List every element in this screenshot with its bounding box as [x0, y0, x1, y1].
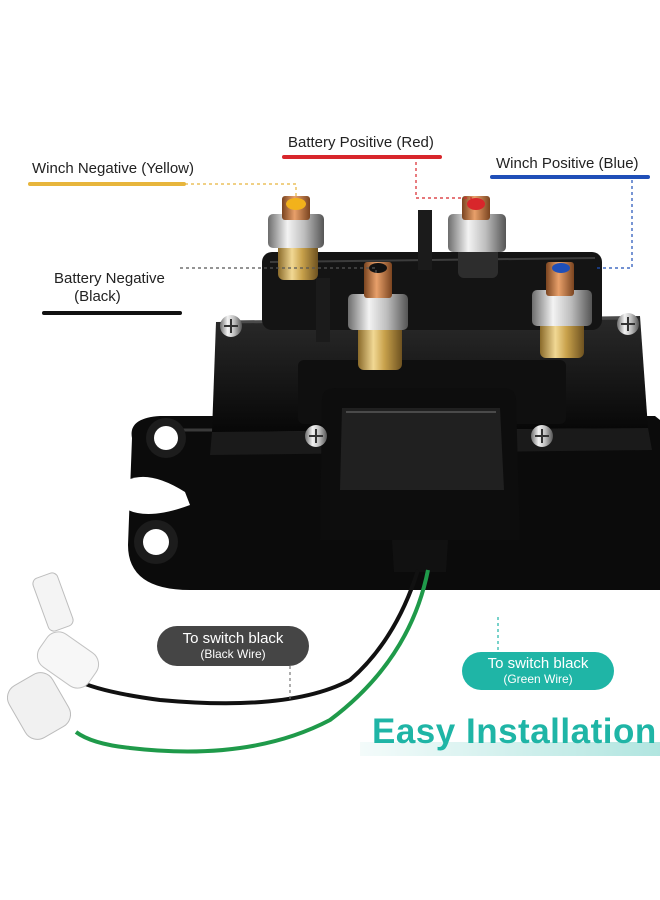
label-winch-negative: Winch Negative (Yellow): [32, 160, 195, 177]
label-battery-positive: Battery Positive (Red): [288, 134, 434, 151]
label-battery-negative: Battery Negative (Black): [54, 270, 165, 306]
label-winch-positive: Winch Positive (Blue): [496, 155, 639, 172]
label-battery-negative-line1: Battery Negative: [54, 270, 165, 287]
underline-blue: [490, 175, 650, 179]
headline-accent-bar: [360, 742, 660, 756]
housing-screws: [220, 313, 639, 447]
callout-green-wire-sub: (Green Wire): [503, 672, 573, 686]
underline-yellow: [28, 182, 186, 186]
terminal-battery-negative: [348, 262, 408, 370]
terminal-winch-negative: [268, 196, 324, 280]
terminal-battery-positive: [448, 196, 506, 278]
wire-connectors: [6, 572, 100, 740]
callout-black-wire-main: To switch black: [182, 630, 284, 647]
callout-black-wire: To switch black (Black Wire): [157, 626, 309, 666]
underline-red: [282, 155, 442, 159]
headline: Easy Installation: [372, 712, 657, 751]
callout-green-wire: To switch black (Green Wire): [462, 652, 614, 690]
callout-green-wire-main: To switch black: [487, 655, 589, 672]
terminal-winch-positive: [532, 262, 592, 358]
callout-black-wire-sub: (Black Wire): [200, 647, 266, 661]
underline-black: [42, 311, 182, 315]
front-cover: [320, 388, 520, 572]
label-battery-negative-line2: (Black): [74, 288, 121, 305]
